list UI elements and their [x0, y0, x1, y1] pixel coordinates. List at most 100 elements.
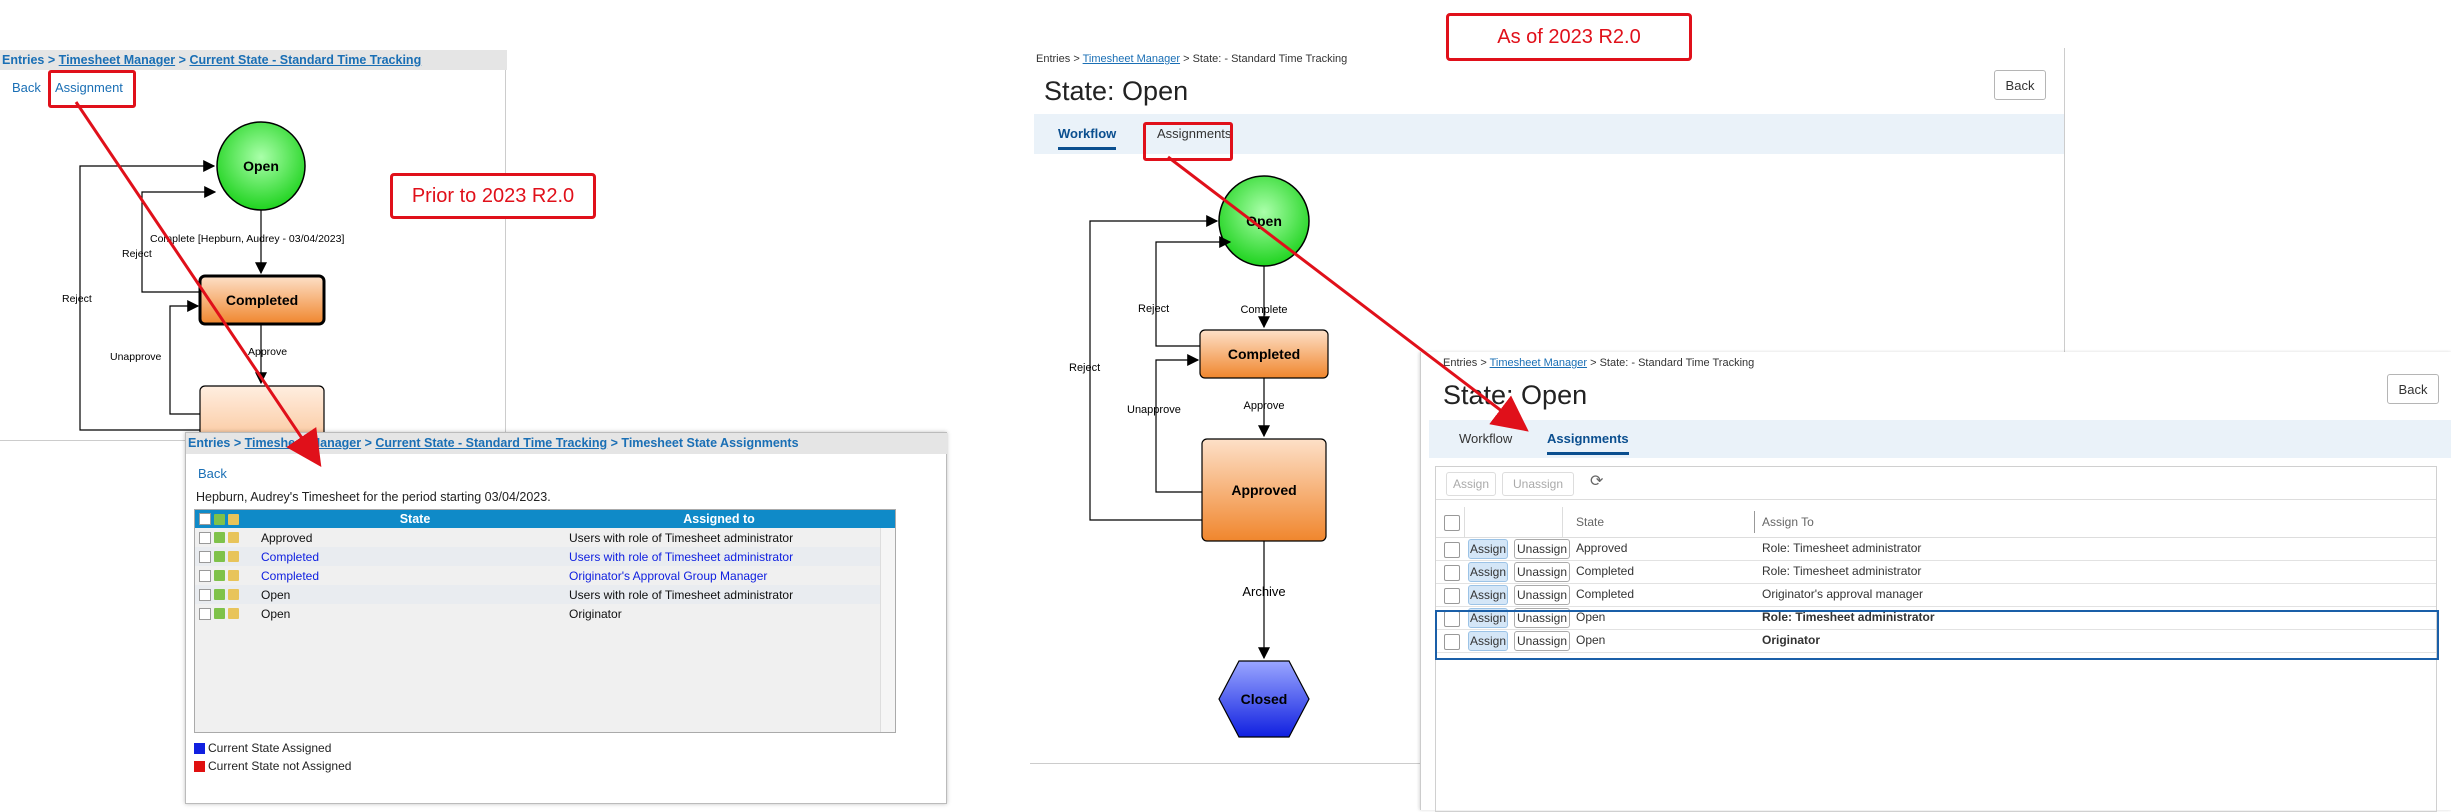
row-checkbox[interactable] — [1444, 542, 1460, 558]
red-square-icon — [194, 760, 205, 772]
unapprove-label: Unapprove — [1127, 404, 1181, 416]
select-all-checkbox[interactable] — [1444, 515, 1460, 531]
assign-back-button[interactable]: Back — [2387, 374, 2439, 404]
blue-square-icon — [194, 742, 205, 754]
breadcrumb-entries[interactable]: Entries — [1036, 53, 1071, 65]
row-unassign-button[interactable]: Unassign — [1514, 562, 1570, 582]
row-state: Completed — [1576, 587, 1635, 601]
legend-not-assigned: Current State not Assigned — [194, 759, 351, 773]
asof-callout: As of 2023 R2.0 — [1446, 13, 1692, 61]
assign-icon[interactable] — [214, 570, 225, 581]
row-checkbox[interactable] — [199, 569, 211, 582]
row-assigned: Users with role of Timesheet administrat… — [569, 530, 794, 545]
row-checkbox[interactable] — [199, 588, 211, 601]
reject-outer-label: Reject — [1069, 362, 1100, 374]
complete-edge-label: Complete [Hepburn, Audrey - 03/04/2023] — [150, 233, 344, 245]
grid-scrollbar[interactable] — [880, 528, 895, 732]
row-assign-button[interactable]: Assign — [1468, 585, 1508, 605]
row-checkbox[interactable] — [199, 550, 211, 563]
row-assign-button[interactable]: Assign — [1468, 608, 1508, 628]
breadcrumb-current-state[interactable]: Current State - Standard Time Tracking — [375, 436, 608, 450]
row-assign-to: Role: Timesheet administrator — [1762, 564, 1922, 578]
folder-icon[interactable] — [228, 589, 239, 600]
breadcrumb-timesheet-manager[interactable]: Timesheet Manager — [1489, 357, 1588, 369]
row-unassign-button[interactable]: Unassign — [1514, 631, 1570, 651]
assignment-link[interactable]: Assignment — [55, 80, 123, 95]
back-link[interactable]: Back — [12, 80, 41, 95]
toolbar-unassign-button[interactable]: Unassign — [1502, 472, 1574, 496]
legend-assigned: Current State Assigned — [194, 741, 331, 755]
grid-header: State Assigned to — [195, 510, 895, 528]
assign-icon[interactable] — [214, 608, 225, 619]
breadcrumb-assignments: Timesheet State Assignments — [621, 436, 799, 450]
refresh-icon[interactable]: ⟳ — [1590, 473, 1604, 490]
folder-icon[interactable] — [228, 570, 239, 581]
row-unassign-button[interactable]: Unassign — [1514, 608, 1570, 628]
col-state[interactable]: State — [399, 512, 431, 526]
breadcrumb-timesheet-manager[interactable]: Timesheet Manager — [58, 53, 176, 67]
row-unassign-button[interactable]: Unassign — [1514, 539, 1570, 559]
assign-icon[interactable] — [214, 532, 225, 543]
breadcrumb-entries[interactable]: Entries — [2, 53, 45, 67]
row-assign-button[interactable]: Assign — [1468, 562, 1508, 582]
row-checkbox[interactable] — [1444, 588, 1460, 604]
grid-row[interactable]: Approved Users with role of Timesheet adm… — [195, 528, 895, 547]
col-assign-to[interactable]: Assign To — [1762, 515, 1814, 529]
row-assigned: Originator's Approval Group Manager — [569, 568, 768, 583]
assignment-grid: State Assigned to Approved Users with rol… — [194, 509, 896, 733]
assign-icon[interactable] — [214, 589, 225, 600]
breadcrumb-entries[interactable]: Entries — [188, 436, 231, 450]
completed-node[interactable] — [198, 274, 326, 326]
assign-icon[interactable] — [214, 551, 225, 562]
row-assign-to: Role: Timesheet administrator — [1762, 541, 1922, 555]
row-checkbox[interactable] — [199, 607, 211, 620]
folder-icon[interactable] — [228, 532, 239, 543]
tab-workflow[interactable]: Workflow — [1058, 126, 1117, 150]
reject-inner-label: Reject — [1138, 303, 1169, 315]
new-workflow-diagram: Open Complete Completed Reject Reject Ap… — [1069, 175, 1329, 738]
closed-node[interactable] — [1218, 660, 1310, 738]
row-assign-button[interactable]: Assign — [1468, 631, 1508, 651]
completed-label: Completed — [226, 292, 298, 308]
approve-edge-label: Approve — [248, 346, 287, 358]
row-checkbox[interactable] — [1444, 565, 1460, 581]
breadcrumb-entries[interactable]: Entries — [1443, 357, 1478, 369]
row-checkbox[interactable] — [1444, 634, 1460, 650]
col-resize-handle[interactable] — [1754, 511, 1755, 533]
row-state: Approved — [261, 530, 313, 545]
assign-back-link[interactable]: Back — [198, 466, 227, 481]
folder-icon[interactable] — [228, 608, 239, 619]
assign-breadcrumb: Entries > Timesheet Manager > State: - S… — [1443, 357, 1755, 369]
back-button[interactable]: Back — [1994, 70, 2046, 100]
row-checkbox[interactable] — [199, 531, 211, 544]
prior-callout: Prior to 2023 R2.0 — [390, 173, 596, 219]
folder-icon[interactable] — [228, 551, 239, 562]
row-unassign-button[interactable]: Unassign — [1514, 585, 1570, 605]
breadcrumb-timesheet-manager[interactable]: Timesheet Manager — [1082, 53, 1181, 65]
old-assignment-panel: Entries > Timesheet Manager > Current St… — [185, 432, 948, 804]
tab-workflow[interactable]: Workflow — [1459, 431, 1513, 446]
col-state[interactable]: State — [1576, 515, 1605, 529]
breadcrumb-current-state[interactable]: Current State - Standard Time Tracking — [189, 53, 422, 67]
toolbar-assign-button[interactable]: Assign — [1446, 472, 1496, 496]
row-assign-to: Originator — [1762, 633, 1821, 647]
tab-assignments[interactable]: Assignments — [1547, 431, 1629, 455]
tab-assignments[interactable]: Assignments — [1157, 126, 1232, 141]
breadcrumb: Entries > Timesheet Manager > State: - S… — [1036, 53, 1348, 65]
col-assigned[interactable]: Assigned to — [683, 512, 755, 526]
row-assign-button[interactable]: Assign — [1468, 539, 1508, 559]
assign-subtitle: Hepburn, Audrey's Timesheet for the peri… — [196, 490, 551, 504]
select-all-checkbox[interactable] — [199, 513, 211, 525]
archive-edge-label: Archive — [1242, 584, 1285, 599]
assignments-tab-highlight — [1143, 122, 1233, 161]
